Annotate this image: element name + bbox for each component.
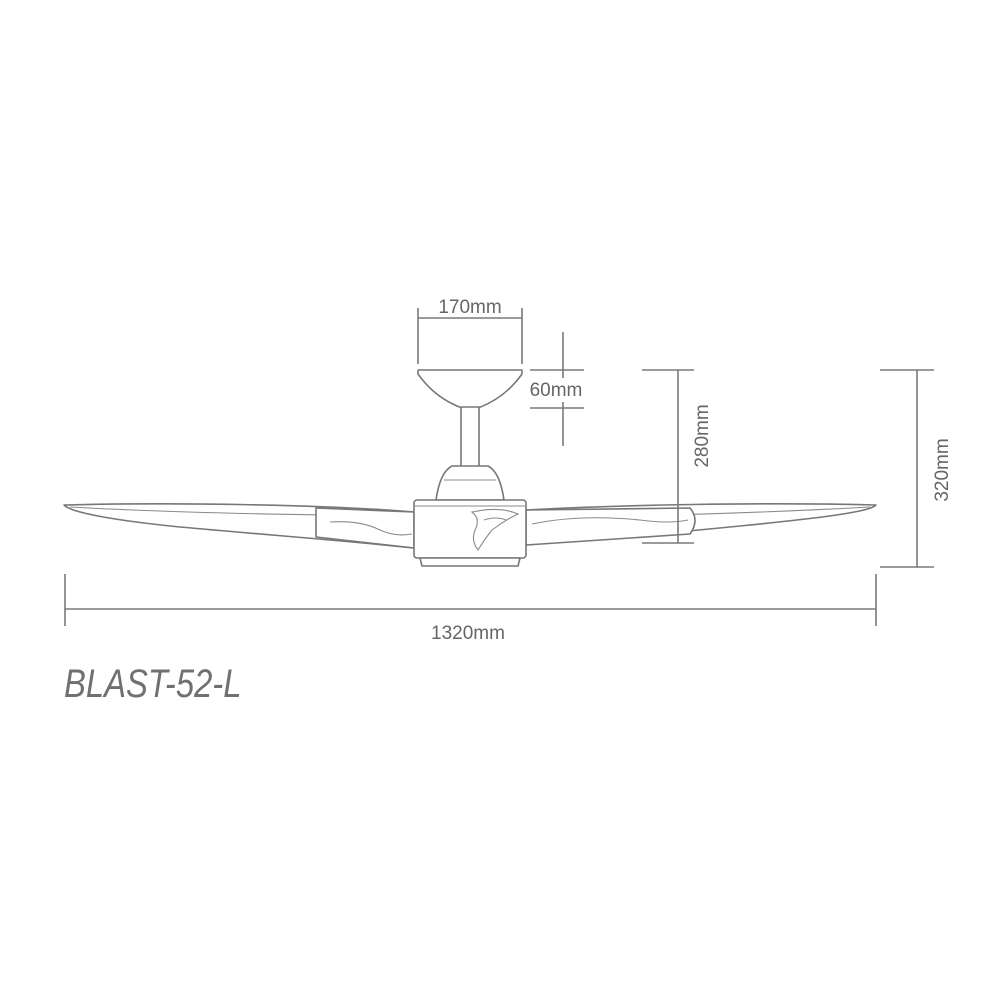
fan-downrod: [460, 406, 480, 468]
dimension-overall-height: 320mm: [880, 369, 953, 568]
fan-motor-swirl: [470, 508, 520, 551]
fan-blade-right-root: [525, 507, 696, 546]
dim-blade-span-label: 1320mm: [431, 623, 505, 644]
dimension-canopy-height: 60mm: [522, 332, 592, 446]
dim-fan-height-label: 280mm: [692, 404, 713, 467]
dim-canopy-height-label: 60mm: [530, 380, 583, 401]
ceiling-fan-drawing: [63, 369, 877, 567]
model-name: BLAST-52-L: [64, 662, 242, 706]
fan-motor-housing: [413, 499, 527, 559]
fan-blade-left-root: [315, 507, 415, 549]
dim-overall-height-label: 320mm: [932, 438, 953, 501]
fan-blade-right-root-curve: [531, 517, 689, 525]
fan-motor-top: [435, 465, 505, 501]
dim-canopy-height-label-bg: [522, 378, 592, 402]
dim-canopy-width-label: 170mm: [438, 297, 501, 318]
dimension-fan-height: 280mm: [642, 369, 713, 544]
dimension-canopy-width: 170mm: [417, 297, 523, 364]
fan-blade-left-root-curve: [329, 521, 413, 536]
fan-light-kit: [419, 557, 521, 567]
fan-canopy: [417, 369, 523, 409]
dimension-blade-span: 1320mm: [64, 574, 877, 644]
fan-motor-swirl-inner: [483, 517, 507, 521]
